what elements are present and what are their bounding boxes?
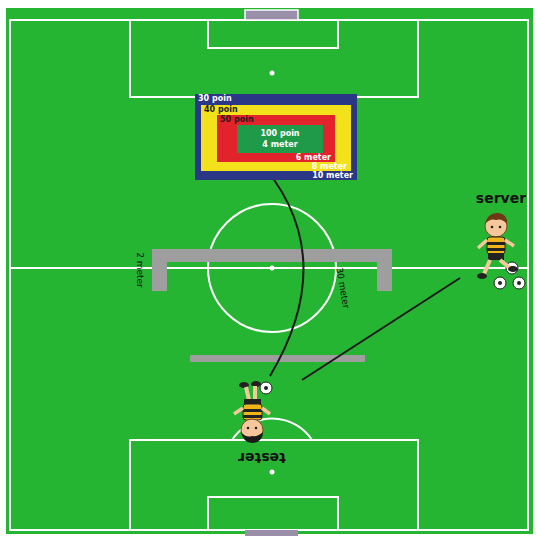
size-label: 4 meter <box>237 140 323 149</box>
target-zone: 50 poin 6 meter 100 poin 4 meter <box>217 115 335 162</box>
barrier-bar <box>190 355 365 362</box>
kick-arrow <box>252 153 303 376</box>
points-label: 30 poin <box>198 94 232 103</box>
points-label: 50 poin <box>220 115 254 124</box>
player-name: server <box>460 190 537 206</box>
points-label: 100 poin <box>237 129 323 138</box>
player-name: tester <box>222 450 302 466</box>
points-label: 40 poin <box>204 105 238 114</box>
player-figure: server <box>460 190 537 290</box>
target-zone: 30 poin 10 meter 40 poin 8 meter 50 poin 6 me… <box>195 94 357 180</box>
size-label: 10 meter <box>312 171 353 180</box>
target-zone: 40 poin 8 meter 50 poin 6 meter 100 poin 4 me… <box>201 105 351 171</box>
pass-line <box>302 278 460 380</box>
size-label: 8 meter <box>312 162 347 171</box>
target-zone: 100 poin 4 meter <box>237 125 323 153</box>
size-label: 6 meter <box>296 153 331 162</box>
mini-goal <box>152 249 392 291</box>
player-figure: tester <box>222 376 302 468</box>
dimension-label: 2 meter <box>135 252 145 288</box>
